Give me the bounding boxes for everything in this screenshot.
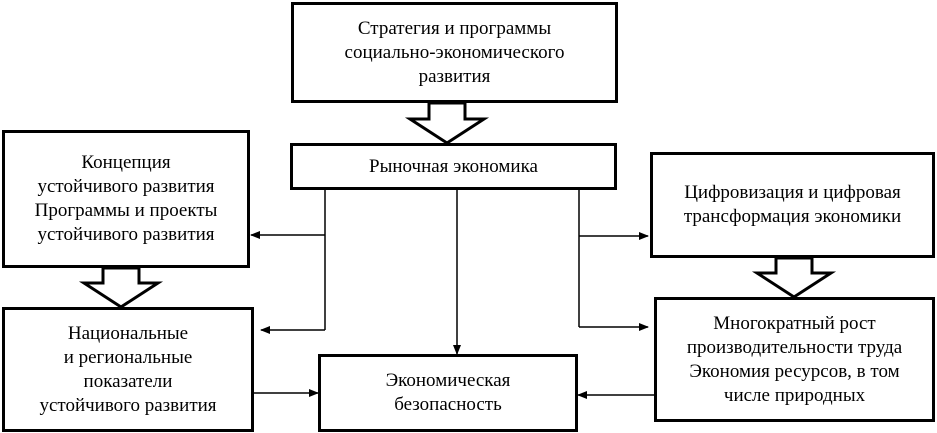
- box-digitalization-label: Цифровизация и цифровая трансформация эк…: [683, 182, 902, 227]
- box-strategy-label: Стратегия и программы социально-экономич…: [344, 17, 565, 87]
- box-economic-security: Экономическая безопасность: [318, 354, 578, 432]
- block-arrow-digital-to-productivity: [751, 256, 837, 299]
- box-market-economy-label: Рыночная экономика: [369, 155, 538, 177]
- box-national-indicators-label: Национальные и региональные показатели у…: [39, 322, 217, 416]
- box-concept: Концепция устойчивого развития Программы…: [2, 130, 250, 268]
- box-productivity: Многократный рост производительности тру…: [654, 297, 935, 422]
- box-concept-label: Концепция устойчивого развития Программы…: [34, 152, 218, 245]
- block-arrow-strategy-to-market: [404, 101, 490, 145]
- box-market-economy: Рыночная экономика: [290, 143, 617, 190]
- box-economic-security-label: Экономическая безопасность: [385, 370, 511, 415]
- box-digitalization: Цифровизация и цифровая трансформация эк…: [650, 152, 935, 258]
- box-national-indicators: Национальные и региональные показатели у…: [2, 307, 254, 432]
- block-arrow-concept-to-national: [78, 266, 164, 309]
- box-strategy: Стратегия и программы социально-экономич…: [291, 2, 618, 103]
- box-productivity-label: Многократный рост производительности тру…: [686, 312, 903, 406]
